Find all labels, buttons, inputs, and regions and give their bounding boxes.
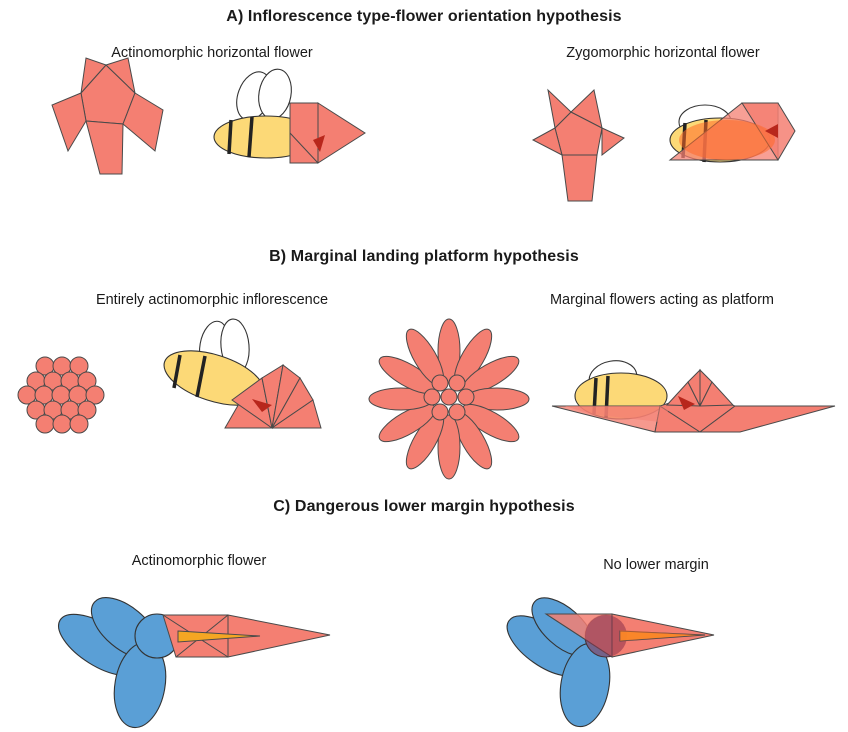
floret-side-view-b-left <box>224 363 322 430</box>
bee-b-left <box>163 318 265 406</box>
hummingbird-c-left <box>58 597 180 729</box>
actinomorphic-star-flower <box>51 57 164 175</box>
section-a-left-caption: Actinomorphic horizontal flower <box>111 45 313 61</box>
section-b-heading: B) Marginal landing platform hypothesis <box>269 248 579 265</box>
section-a-heading: A) Inflorescence type-flower orientation… <box>226 8 622 25</box>
horizontal-flower-a-right <box>668 102 796 161</box>
daisy-flower <box>368 318 530 480</box>
zygomorphic-star-flower <box>531 88 625 202</box>
hummingbird-c-right <box>506 597 628 728</box>
section-a-right-caption: Zygomorphic horizontal flower <box>566 45 760 61</box>
section-b-left-caption: Entirely actinomorphic inflorescence <box>95 292 329 308</box>
tubular-flower-c-right <box>544 613 715 658</box>
floret-cluster <box>17 356 105 434</box>
tubular-flower-c-left <box>162 614 331 658</box>
section-c-left-caption: Actinomorphic flower <box>131 553 267 569</box>
section-b-right-caption: Marginal flowers acting as platform <box>549 292 775 308</box>
marginal-platform-flowers <box>551 368 836 433</box>
horizontal-flower-a-left <box>289 102 366 164</box>
section-c-heading: C) Dangerous lower margin hypothesis <box>273 498 575 515</box>
section-c-right-caption: No lower margin <box>603 557 709 573</box>
